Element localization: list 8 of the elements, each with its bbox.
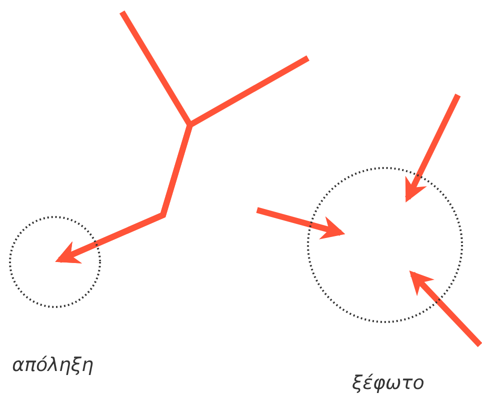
arrow xyxy=(409,270,482,348)
dotted-circle xyxy=(307,167,463,323)
arrow xyxy=(256,207,346,240)
term-label: ξέφωτο xyxy=(352,372,424,394)
arrow xyxy=(55,55,310,264)
dotted-circle xyxy=(9,216,101,308)
arrow xyxy=(405,94,461,203)
term-label: απόληξη xyxy=(12,354,94,376)
